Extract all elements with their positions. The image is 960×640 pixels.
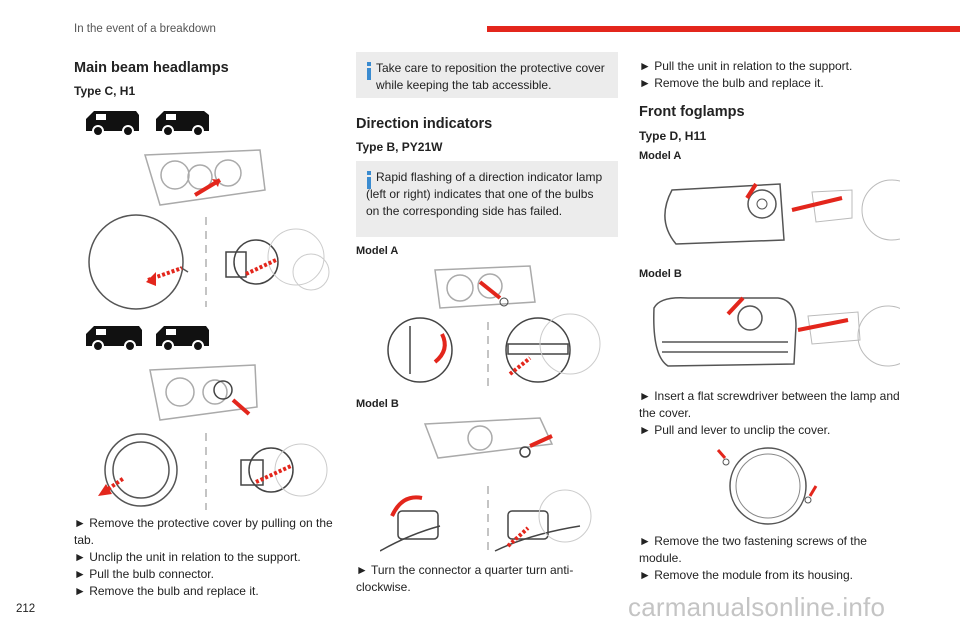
step: ► Pull the unit in relation to the suppo… (639, 59, 853, 73)
bulb-type-direction-indicators: Type B, PY21W (356, 140, 443, 154)
step: ► Unclip the unit in relation to the sup… (74, 550, 301, 564)
step: ► Remove the bulb and replace it. (639, 76, 824, 90)
section-title-front-foglamps: Front foglamps (639, 104, 745, 120)
headlamp-illustration (380, 417, 592, 554)
headlamp-illustration (144, 149, 266, 206)
step: ► Pull the bulb connector. (74, 567, 214, 581)
model-a-label: Model A (639, 150, 682, 162)
info-icon (367, 62, 371, 80)
headlamp-illustration (149, 364, 258, 421)
foglamp-illustration (653, 296, 900, 367)
note-text: Take care to reposition the protective c… (376, 61, 605, 92)
instructions-foglamp-module: ► Remove the two fastening screws of the… (639, 533, 901, 584)
step: ► Remove the protective cover by pulling… (74, 516, 333, 547)
model-b-label: Model B (356, 398, 399, 410)
watermark: carmanualsonline.info (628, 592, 886, 622)
model-b-label: Model B (639, 268, 682, 280)
section-title-direction-indicators: Direction indicators (356, 116, 493, 132)
info-icon (367, 171, 371, 189)
instructions-direction-indicators: ► Turn the connector a quarter turn anti… (356, 562, 618, 596)
step: ► Pull and lever to unclip the cover. (639, 423, 831, 437)
running-header: In the event of a breakdown (74, 23, 216, 35)
info-note-rapid-flashing: Rapid flashing of a direction indicator … (356, 161, 618, 237)
instructions-foglamp-cover: ► Insert a flat screwdriver between the … (639, 388, 901, 439)
instructions-main-beam: ► Remove the protective cover by pulling… (74, 515, 336, 600)
step: ► Insert a flat screwdriver between the … (639, 389, 900, 420)
foglamp-illustration (716, 447, 818, 525)
headlamp-illustration (387, 265, 601, 388)
van-icon (86, 326, 209, 352)
instructions-continued: ► Pull the unit in relation to the suppo… (639, 58, 901, 92)
model-a-label: Model A (356, 245, 399, 257)
info-note-reposition: Take care to reposition the protective c… (356, 52, 618, 98)
bulb-type-main-beam: Type C, H1 (74, 84, 136, 98)
bulb-cover-illustration (98, 433, 328, 510)
page-number: 212 (16, 603, 36, 615)
van-icon (86, 111, 209, 137)
step: ► Remove the bulb and replace it. (74, 584, 259, 598)
foglamp-illustration (664, 179, 900, 245)
section-title-main-beam: Main beam headlamps (74, 60, 229, 76)
note-text: Rapid flashing of a direction indicator … (366, 170, 603, 218)
step: ► Remove the two fastening screws of the… (639, 534, 867, 565)
bulb-cover-illustration (88, 214, 330, 310)
header-accent-bar (487, 26, 960, 32)
step: ► Remove the module from its housing. (639, 568, 853, 582)
bulb-type-front-foglamps: Type D, H11 (639, 129, 707, 143)
step: ► Turn the connector a quarter turn anti… (356, 563, 574, 594)
